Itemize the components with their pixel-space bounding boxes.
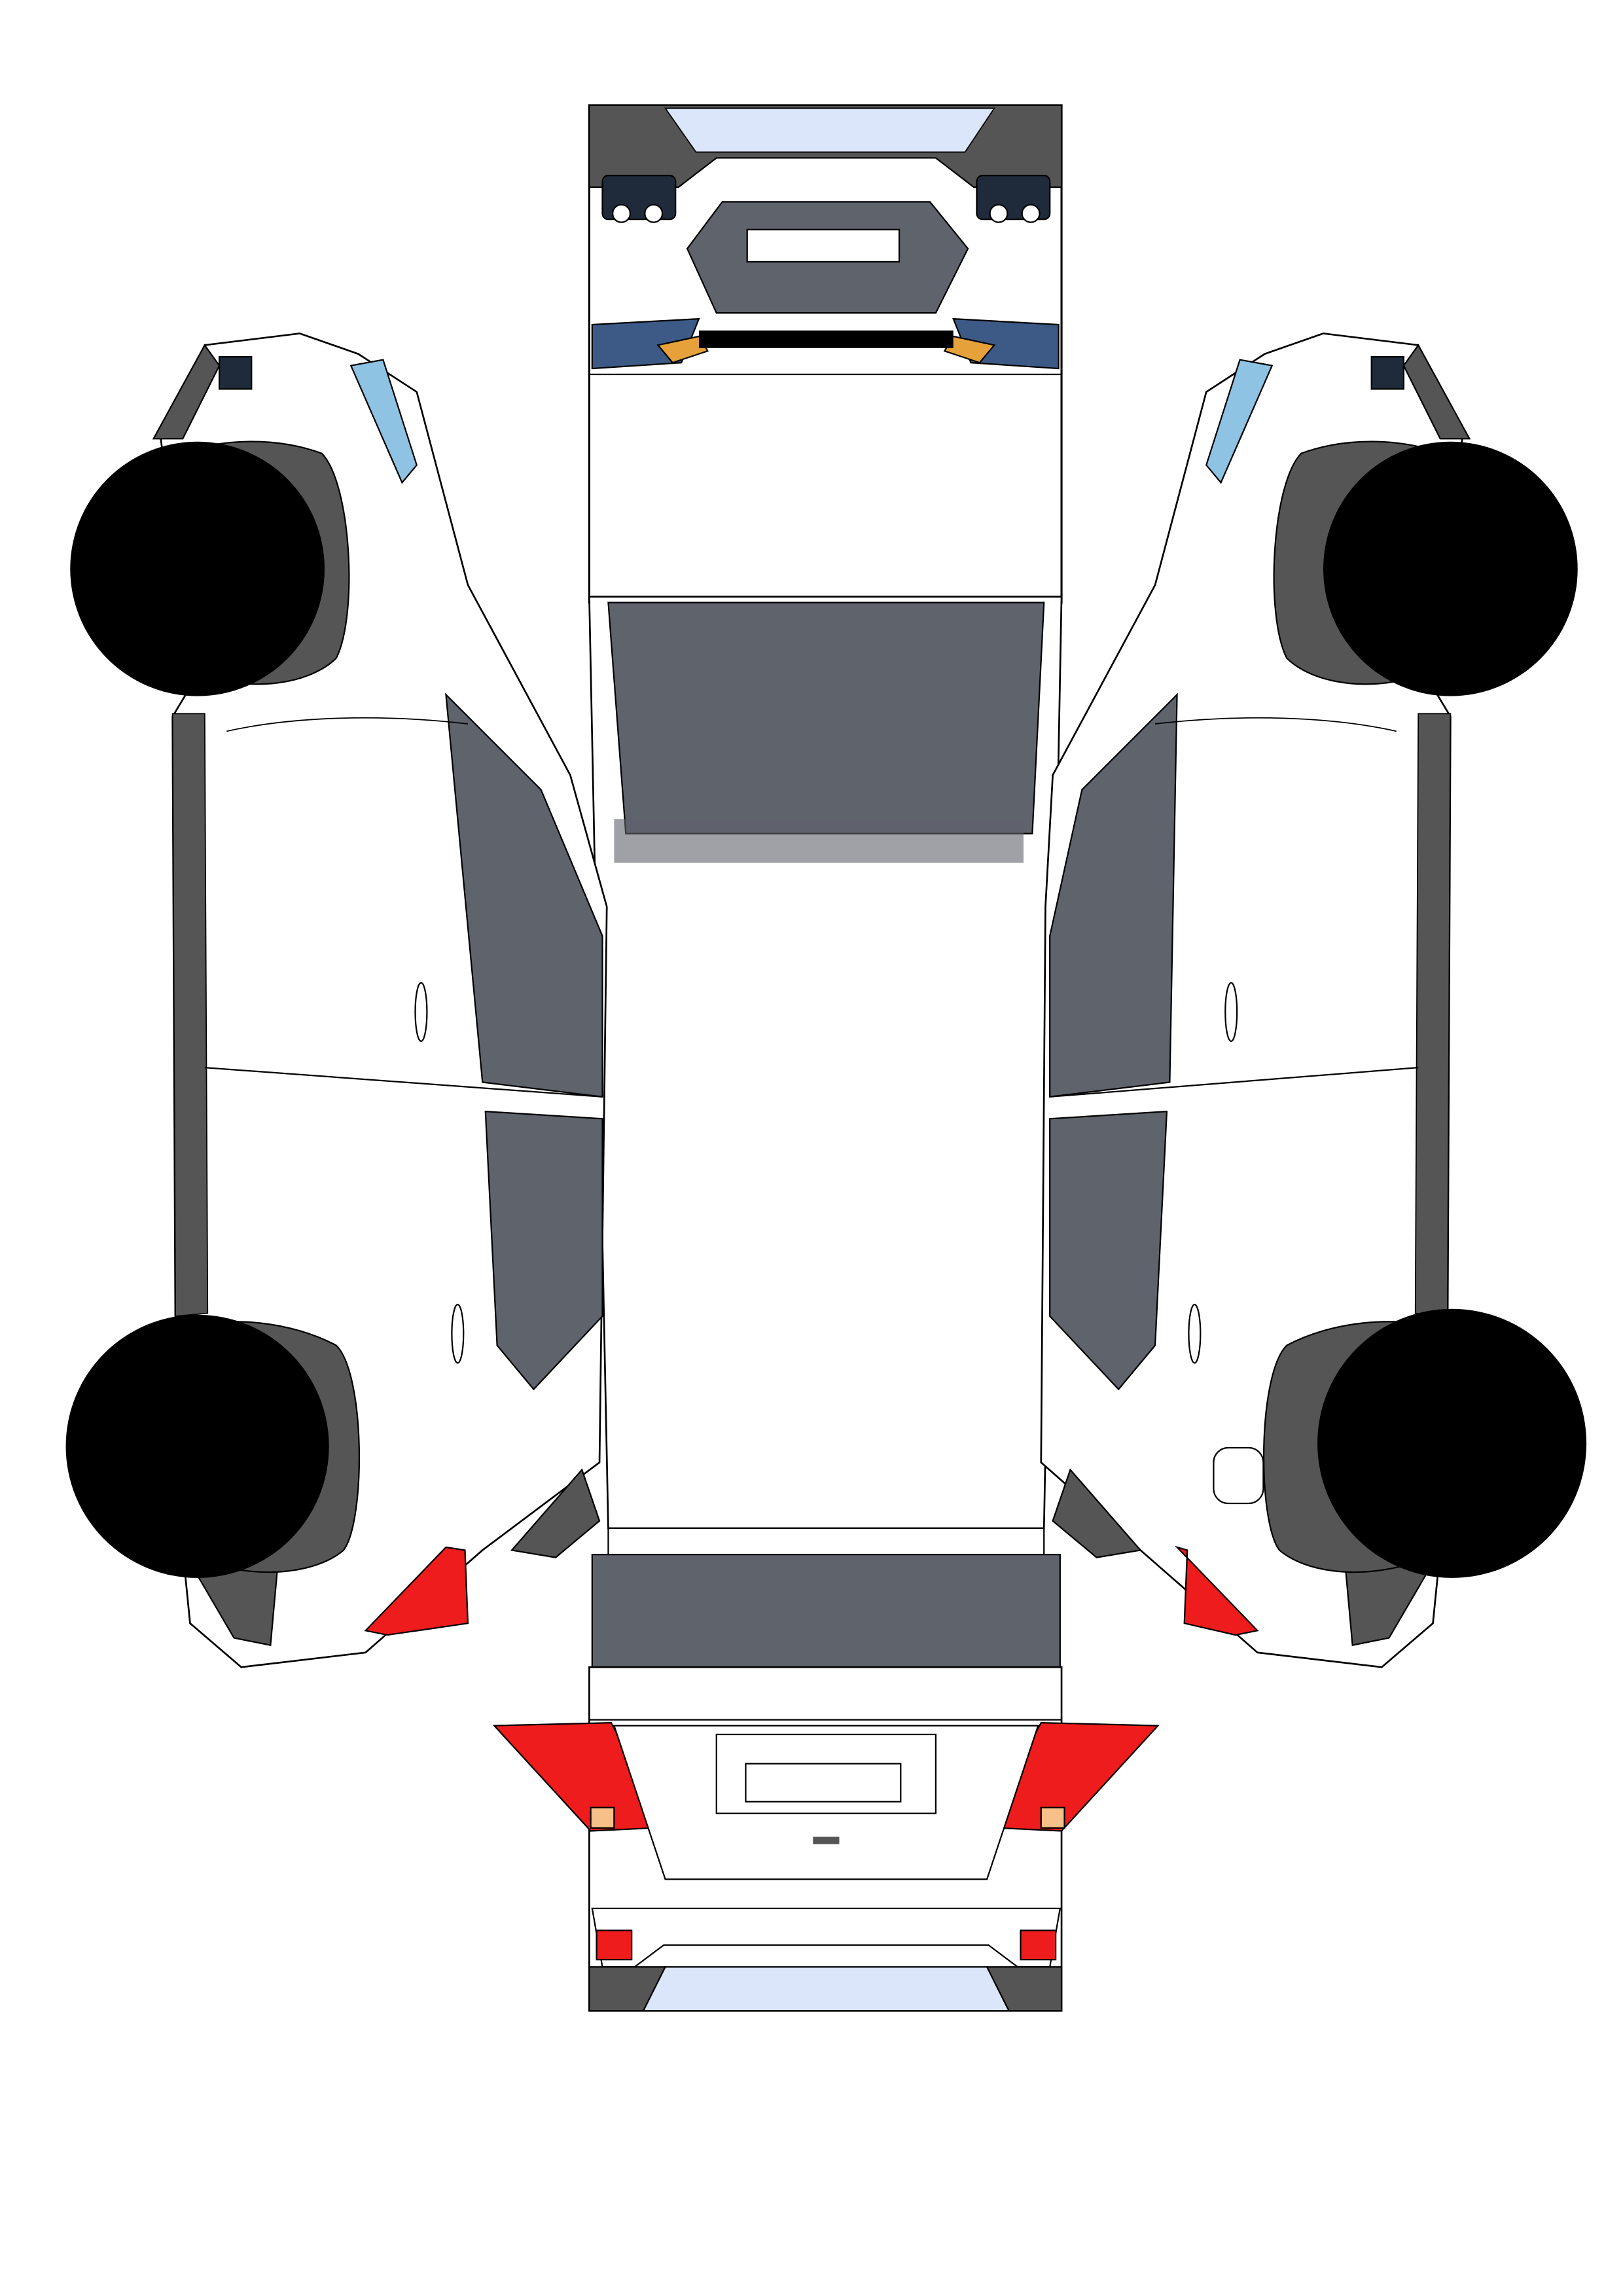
left-rear-bumper-trim: [510, 1468, 601, 1558]
rear-license-plate: [745, 1763, 902, 1803]
right-rear-bumper-trim: [1052, 1468, 1142, 1558]
top-rear-window: [591, 1554, 1061, 1668]
left-taillight: [364, 1546, 469, 1636]
left-rear-window: [484, 1110, 603, 1391]
rear-reflector-right: [1020, 1929, 1057, 1961]
rear-badge: [813, 1837, 840, 1844]
headlight-left: [601, 175, 677, 223]
rear-reflector-left: [596, 1929, 633, 1961]
left-side-view: [65, 332, 608, 1668]
right-door-line: [1050, 1066, 1419, 1098]
left-headlight: [349, 359, 418, 484]
right-fuel-door: [1213, 1446, 1264, 1505]
front-view: [588, 104, 1063, 604]
top-windshield: [607, 601, 1045, 834]
front-windshield: [664, 107, 995, 153]
left-front-window: [445, 692, 603, 1098]
top-rear-edge: [607, 1527, 1045, 1556]
right-front-tire: [1323, 441, 1578, 696]
left-door-line: [204, 1066, 603, 1098]
right-rear-tire: [1317, 1308, 1587, 1578]
turn-signal-front-left: [656, 335, 709, 364]
left-rocker: [171, 713, 209, 1317]
right-rocker: [1414, 713, 1452, 1317]
right-headlight: [1205, 359, 1274, 484]
top-view: [588, 596, 1063, 1668]
right-side-view: [1040, 332, 1587, 1668]
turn-signal-front-right: [943, 335, 996, 364]
left-rear-tire: [65, 1314, 329, 1578]
headlight-right: [976, 175, 1051, 223]
left-front-signal: [219, 356, 253, 390]
right-taillight: [1174, 1545, 1259, 1636]
roof-front-edge: [614, 819, 1024, 863]
rear-view: [492, 1666, 1160, 2012]
front-license-plate: [746, 228, 901, 263]
left-front-tire: [70, 441, 325, 696]
right-front-signal: [1370, 356, 1404, 390]
front-bumper-intake: [698, 330, 954, 348]
right-rear-window: [1049, 1110, 1168, 1391]
right-front-window: [1049, 692, 1178, 1098]
rear-diffuser-tint: [642, 1966, 1010, 2012]
